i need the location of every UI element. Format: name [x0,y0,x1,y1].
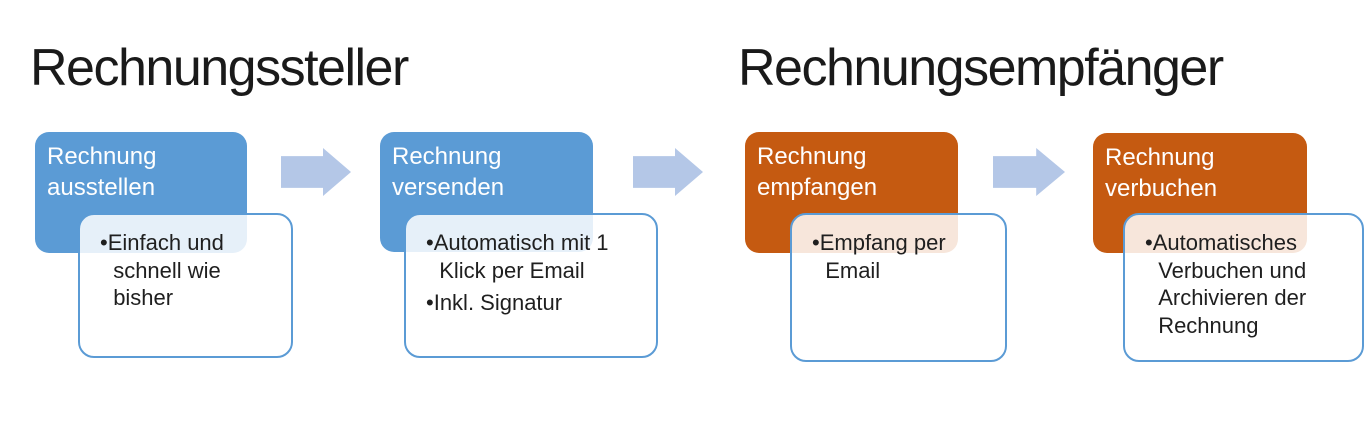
bullet-text: Empfang per Email [819,230,946,283]
bullet-text: Automatisch mit 1 Klick per Email [433,230,609,283]
bullet-item: •Einfach und schnell wie bisher [100,229,270,312]
step-title: Rechnung verbuchen [1105,144,1218,203]
step-detail-box: •Empfang per Email [790,213,1007,362]
bullet-text: Automatisches Verbuchen und Archivieren … [1152,230,1307,338]
step-detail-box: •Automatisch mit 1 Klick per Email •Inkl… [404,213,658,358]
bullet-item: •Empfang per Email [812,229,985,284]
step-title: Rechnung empfangen [757,143,878,202]
step-title: Rechnung versenden [392,143,505,202]
bullet-text: Inkl. Signatur [433,290,563,315]
step-title: Rechnung ausstellen [47,143,157,202]
bullet-marker: • [1145,230,1153,255]
step-detail-box: •Einfach und schnell wie bisher [78,213,293,358]
arrow-right-icon [633,148,703,196]
bullet-marker: • [426,230,434,255]
bullet-marker: • [812,230,820,255]
step-detail-box: •Automatisches Verbuchen und Archivieren… [1123,213,1364,362]
arrow-right-icon [281,148,351,196]
bullet-item: •Automatisches Verbuchen und Archivieren… [1145,229,1344,339]
step-box-rechnung-empfangen: Rechnung empfangen [745,132,958,253]
heading-rechnungsempfaenger: Rechnungsempfänger [738,39,1224,97]
heading-rechnungssteller: Rechnungssteller [30,39,409,97]
bullet-marker: • [426,290,434,315]
arrow-right-icon [993,148,1065,196]
bullet-text: Einfach und schnell wie bisher [107,230,224,310]
bullet-item: •Inkl. Signatur [426,289,632,317]
bullet-marker: • [100,230,108,255]
bullet-item: •Automatisch mit 1 Klick per Email [426,229,632,284]
